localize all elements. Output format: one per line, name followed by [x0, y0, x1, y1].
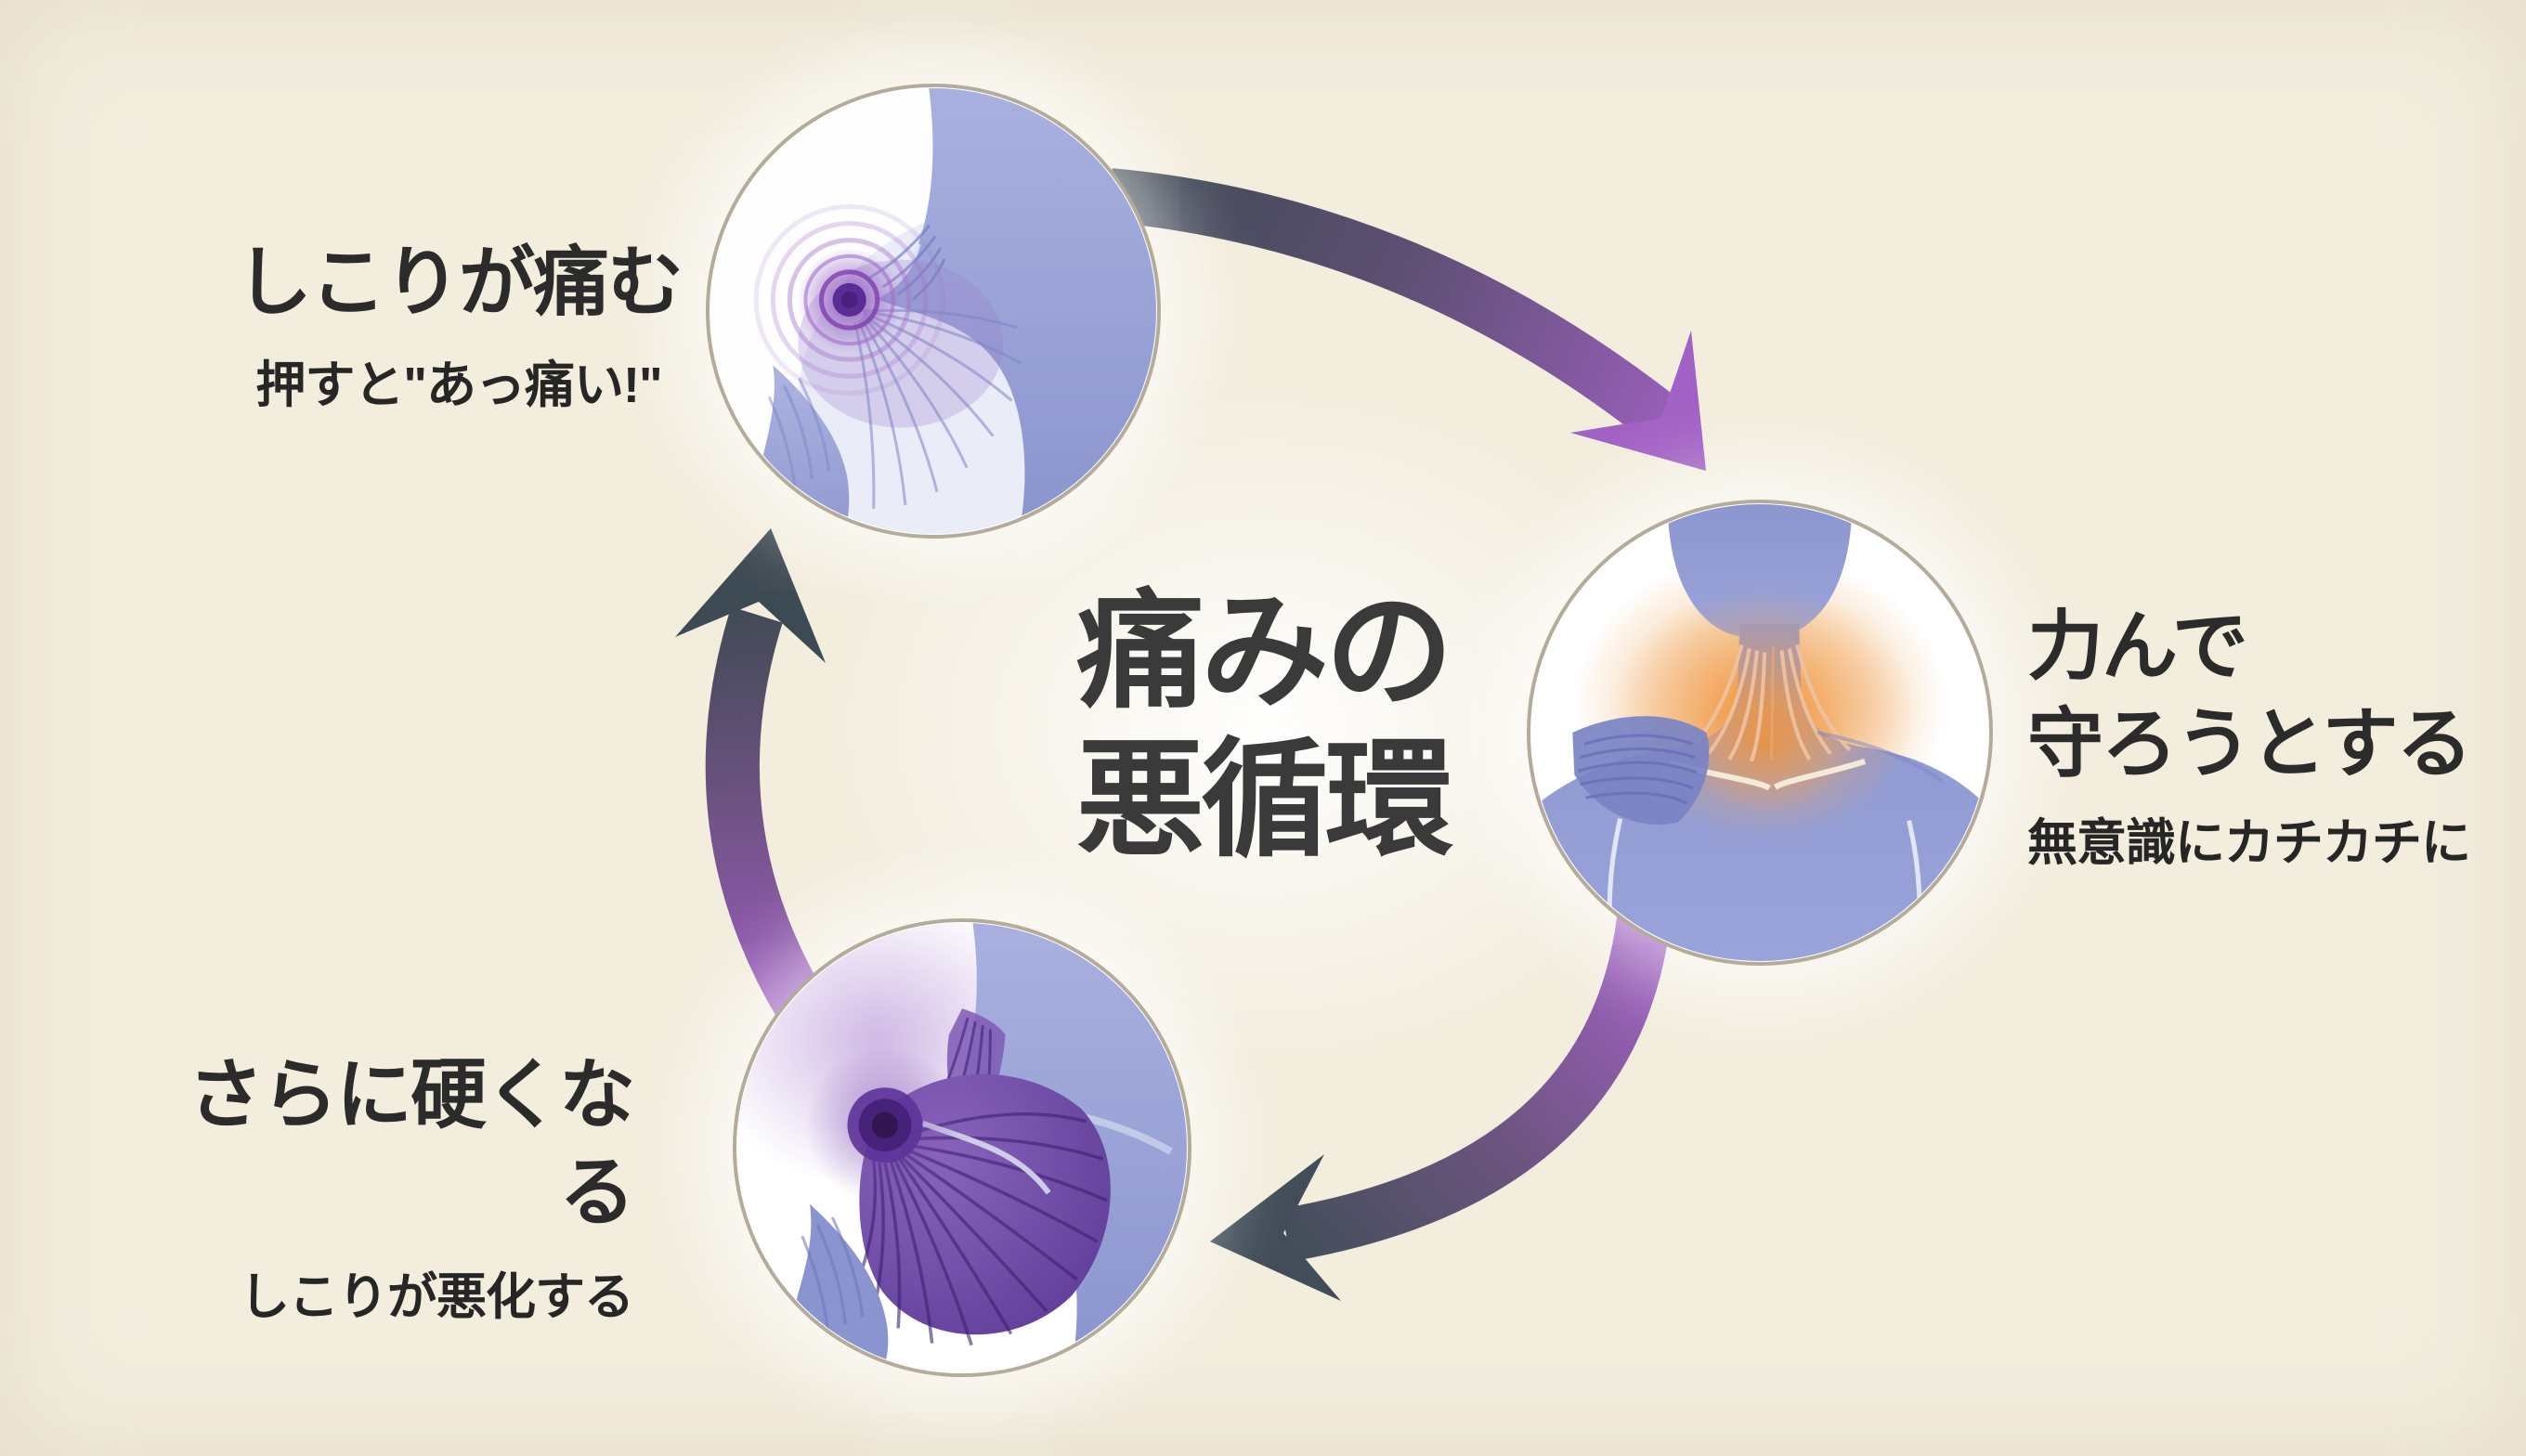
pain-ripple-icon — [753, 204, 945, 396]
shoulder-muscle-fibers — [1578, 734, 1698, 805]
step1-text-block: しこりが痛む 押すと"あっ痛い!" — [216, 235, 701, 417]
hardened-knot-spot — [804, 1045, 966, 1205]
step2-sublabel: 無意識にカチカチに — [2027, 814, 2471, 871]
illustration-step2-neck-tension — [1527, 500, 1993, 966]
illustration-step1-shoulder-knot-pain — [706, 84, 1161, 539]
page-title: 痛みの 悪循環 — [938, 578, 1588, 875]
step3-label: さらに硬くなる — [187, 1053, 635, 1235]
arrow-step3-to-step1-icon — [675, 528, 826, 1019]
arrow-step2-to-step3-icon — [1210, 916, 1671, 1301]
hardened-knot-icon — [737, 923, 1187, 1372]
shoulder-pain-ripple-icon — [710, 88, 1156, 534]
arrow-step1-to-step2-icon — [1107, 168, 1706, 471]
illustration-step3-hardened-muscle — [733, 918, 1191, 1377]
arm-fibers — [767, 377, 831, 490]
title-line-2: 悪循環 — [1075, 729, 1453, 873]
arm-fibers-2 — [801, 1216, 865, 1336]
step1-label: しこりが痛む — [235, 240, 684, 325]
step3-text-block: さらに硬くなる しこりが悪化する — [186, 1047, 635, 1329]
step1-sublabel: 押すと"あっ痛い!" — [255, 357, 662, 413]
title-line-1: 痛みの — [1075, 580, 1453, 723]
step2-label-line2: 守ろうとする — [2027, 701, 2473, 786]
step2-text-block: 力んで 守ろうとする 無意識にカチカチに — [2027, 599, 2526, 875]
neck-tension-glow-icon — [1531, 504, 1988, 961]
step2-label-line1: 力んで — [2027, 604, 2248, 689]
step3-sublabel: しこりが悪化する — [240, 1268, 634, 1325]
